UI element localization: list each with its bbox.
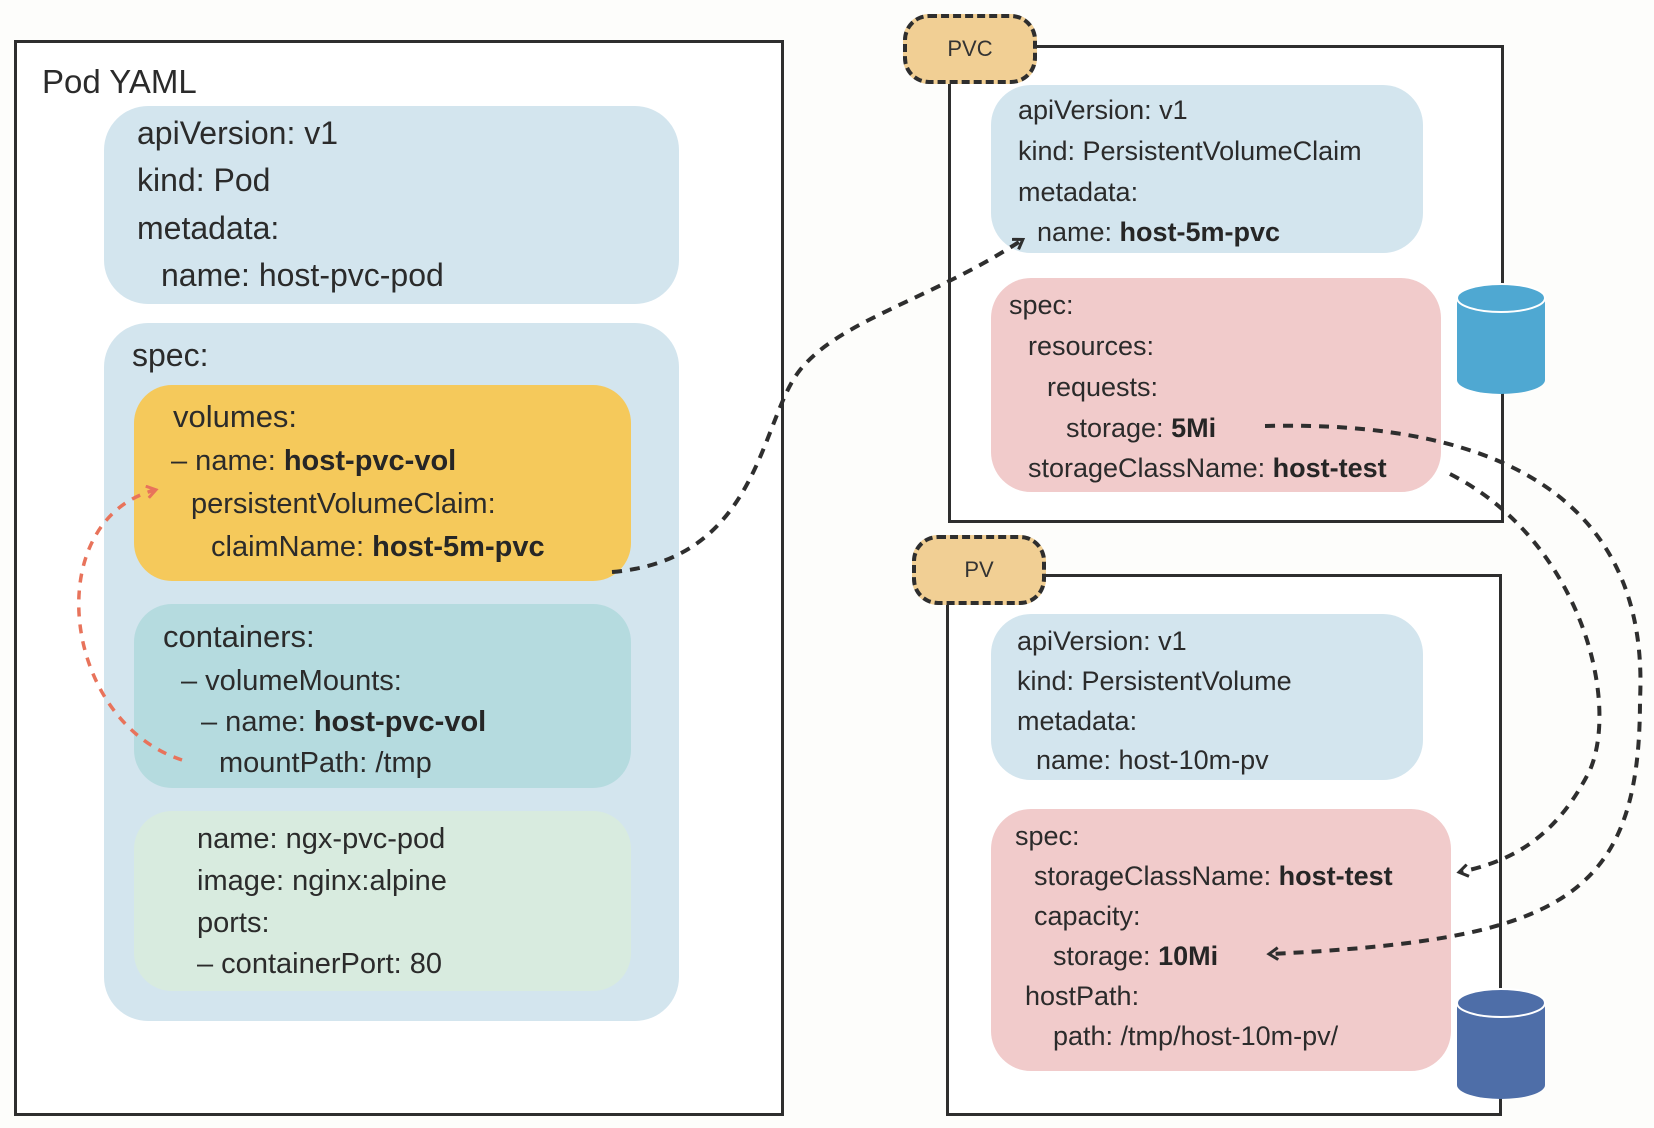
pv-cylinder-top: [1456, 988, 1546, 1018]
pv-hostpath-label: hostPath:: [1025, 981, 1140, 1011]
volume-mounts-label: – volumeMounts:: [181, 665, 402, 697]
pod-spec-card: spec: volumes: – name: host-pvc-vol pers…: [104, 323, 679, 1021]
pvc-metadata-card: apiVersion: v1 kind: PersistentVolumeCla…: [991, 85, 1423, 253]
pv-spec-label: spec:: [1015, 821, 1080, 851]
pod-api-version: apiVersion: v1: [137, 115, 339, 151]
pv-kind: kind: PersistentVolume: [1017, 666, 1292, 696]
pvc-api-version: apiVersion: v1: [1018, 95, 1188, 125]
pv-name: name: host-10m-pv: [1021, 745, 1269, 775]
claim-name-value: host-5m-pvc: [372, 531, 545, 563]
pvc-storage-cylinder-icon: [1456, 283, 1546, 394]
pv-storage-value: 10Mi: [1158, 941, 1219, 971]
pvc-name: name: host-5m-pvc: [1037, 219, 1280, 246]
pv-frame: apiVersion: v1 kind: PersistentVolume me…: [946, 574, 1502, 1116]
volumes-label: volumes:: [173, 399, 298, 434]
pod-metadata-card: apiVersion: v1 kind: Pod metadata: name:…: [104, 106, 679, 304]
claim-name: claimName: host-5m-pvc: [211, 533, 545, 562]
container-name: name: ngx-pvc-pod: [197, 823, 446, 855]
pv-storage: storage: 10Mi: [1053, 943, 1218, 970]
container-image: image: nginx:alpine: [197, 865, 447, 897]
pvc-frame: apiVersion: v1 kind: PersistentVolumeCla…: [948, 45, 1504, 523]
pv-api-version: apiVersion: v1: [1017, 626, 1187, 656]
mount-name-key: – name:: [201, 706, 314, 738]
pv-metadata-label: metadata:: [1017, 706, 1138, 736]
pv-metadata-card: apiVersion: v1 kind: PersistentVolume me…: [991, 614, 1423, 780]
pod-name: name: host-pvc-pod: [161, 259, 444, 291]
pvc-label: persistentVolumeClaim:: [191, 488, 496, 520]
pvc-cylinder-top: [1456, 283, 1546, 313]
claim-name-key: claimName:: [211, 531, 373, 563]
pvc-metadata-label: metadata:: [1018, 177, 1139, 207]
pvc-name-key: name:: [1037, 217, 1120, 247]
volume-name: – name: host-pvc-vol: [171, 447, 456, 476]
pvc-storage-class-value: host-test: [1272, 453, 1387, 483]
pv-cylinder-body: [1457, 1003, 1545, 1099]
mount-path: mountPath: /tmp: [219, 747, 432, 779]
pv-storage-class: storageClassName: host-test: [1034, 863, 1393, 890]
volume-name-value: host-pvc-vol: [283, 445, 457, 477]
containers-label: containers:: [163, 619, 315, 654]
mount-name: – name: host-pvc-vol: [201, 708, 486, 737]
pv-storage-class-value: host-test: [1278, 861, 1393, 891]
pvc-kind: kind: PersistentVolumeClaim: [1018, 136, 1362, 166]
pod-yaml-frame: Pod YAML apiVersion: v1 kind: Pod metada…: [14, 40, 784, 1116]
pvc-resources-label: resources:: [1028, 331, 1155, 361]
pod-yaml-title: Pod YAML: [42, 63, 197, 100]
pvc-requests-label: requests:: [1047, 372, 1159, 402]
pod-name-value: host-pvc-pod: [258, 257, 444, 293]
pvc-storage-value: 5Mi: [1171, 413, 1217, 443]
pvc-cylinder-body: [1457, 298, 1545, 394]
pv-spec-card: spec: storageClassName: host-test capaci…: [991, 809, 1451, 1071]
pod-container-details-card: name: ngx-pvc-pod image: nginx:alpine po…: [134, 811, 631, 991]
pvc-name-value: host-5m-pvc: [1119, 217, 1281, 247]
pvc-storage-class: storageClassName: host-test: [1028, 455, 1387, 482]
pvc-storage: storage: 5Mi: [1066, 415, 1216, 442]
mount-name-value: host-pvc-vol: [313, 706, 487, 738]
pv-storage-class-key: storageClassName:: [1034, 861, 1279, 891]
pod-volumes-card: volumes: – name: host-pvc-vol persistent…: [134, 385, 631, 581]
pv-path: path: /tmp/host-10m-pv/: [1053, 1021, 1339, 1051]
container-port: – containerPort: 80: [197, 948, 443, 980]
pv-storage-key: storage:: [1053, 941, 1159, 971]
pod-containers-card: containers: – volumeMounts: – name: host…: [134, 604, 631, 788]
pvc-storage-key: storage:: [1066, 413, 1172, 443]
pv-tag: PV: [912, 535, 1046, 605]
pod-kind: kind: Pod: [137, 162, 271, 198]
pod-metadata-label: metadata:: [137, 210, 280, 246]
pv-storage-cylinder-icon: [1456, 988, 1546, 1099]
pvc-storage-class-key: storageClassName:: [1028, 453, 1273, 483]
pvc-spec-card: spec: resources: requests: storage: 5Mi …: [991, 278, 1441, 492]
pvc-spec-label: spec:: [1009, 290, 1074, 320]
pvc-tag: PVC: [903, 14, 1037, 84]
pod-name-key: name:: [161, 257, 259, 293]
pod-spec-label: spec:: [132, 337, 209, 373]
container-ports-label: ports:: [197, 907, 270, 939]
volume-name-key: – name:: [171, 445, 284, 477]
pv-capacity-label: capacity:: [1034, 901, 1141, 931]
